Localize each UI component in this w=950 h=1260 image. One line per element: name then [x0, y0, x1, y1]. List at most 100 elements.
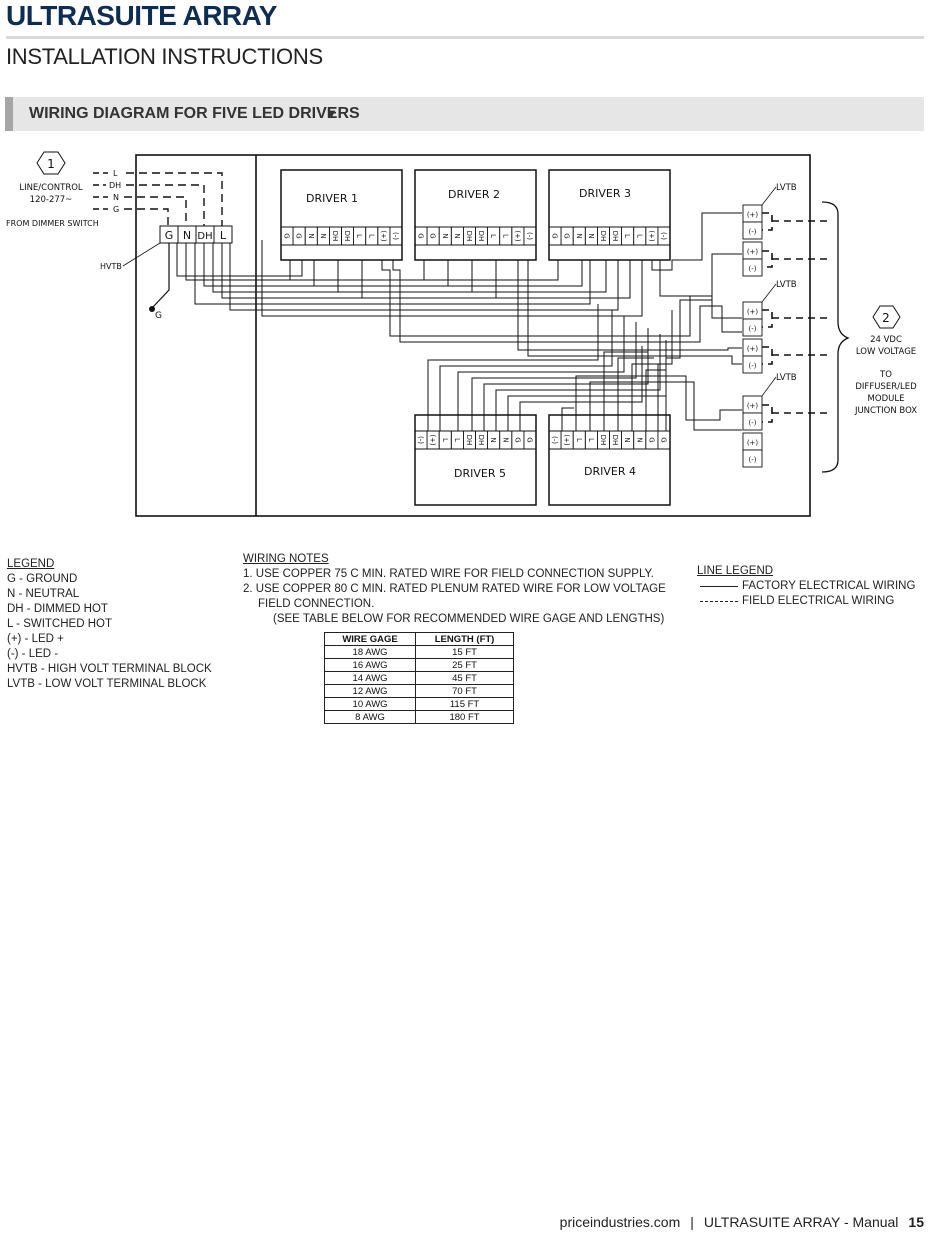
driver-1-terminal-label: (-)	[391, 232, 399, 240]
driver-3-terminal-label: (+)	[647, 230, 655, 242]
driver-3-terminal-label: G	[551, 233, 559, 238]
driver-3-terminal-label: DH	[599, 231, 607, 242]
fixture-enclosure	[135, 154, 811, 517]
driver-3-terminal-label: G	[563, 233, 571, 238]
driver-3-label: DRIVER 3	[579, 187, 631, 200]
title-rule	[6, 36, 924, 39]
svg-text:MODULE: MODULE	[868, 394, 905, 404]
driver-1-terminal-label: N	[319, 233, 327, 238]
legend-item: LVTB - LOW VOLT TERMINAL BLOCK	[7, 678, 207, 690]
driver-2-terminal-label: (+)	[513, 230, 521, 242]
lvtb-blocks: (+)(-)(+)(-)(+)(-)(+)(-)(+)(-)(+)(-)	[742, 204, 763, 468]
factory-wiring	[176, 212, 742, 431]
lvtb-terminal-label: (-)	[749, 419, 757, 427]
driver-5-label: DRIVER 5	[454, 467, 506, 480]
driver-1-terminal-label: L	[355, 234, 363, 238]
lvtb-label-2: LVTB	[776, 280, 797, 290]
callout-2-number: 2	[882, 311, 890, 325]
driver-1-terminal-label: DH	[343, 231, 351, 242]
wiring-notes-title: WIRING NOTES	[243, 553, 329, 565]
svg-text:TO: TO	[879, 370, 892, 380]
svg-text:JUNCTION BOX: JUNCTION BOX	[854, 406, 917, 416]
column-header: LENGTH (FT)	[415, 632, 514, 646]
footer-separator: |	[690, 1214, 694, 1230]
svg-text:N: N	[183, 229, 191, 242]
driver-2: DRIVER 2	[414, 169, 537, 261]
driver-2-terminal-label: N	[453, 233, 461, 238]
driver-5-terminal-label: DH	[477, 435, 485, 446]
driver-3-terminal-label: DH	[611, 231, 619, 242]
driver-3-terminal-label: N	[587, 233, 595, 238]
lvtb-label-3: LVTB	[776, 373, 797, 383]
legend-item: N - NEUTRAL	[7, 588, 80, 600]
callout-2-hexagon	[872, 305, 901, 329]
driver-2-terminal-label: DH	[465, 231, 473, 242]
driver-1-terminal-label: DH	[331, 231, 339, 242]
triangle-down-icon: ▼	[325, 106, 338, 121]
legend-item: G - GROUND	[7, 573, 78, 585]
from-dimmer-label: FROM DIMMER SWITCH	[6, 219, 99, 228]
wire-label-n: N	[113, 193, 119, 202]
driver-5-terminal-label: (+)	[429, 434, 437, 446]
lvtb-terminal-label: (-)	[749, 362, 757, 370]
solid-line-sample	[700, 586, 738, 587]
lvtb-terminal-label: (-)	[749, 456, 757, 464]
page-number: 15	[908, 1214, 924, 1230]
driver-2-terminal-label: G	[429, 233, 437, 238]
wiring-note-1: 1. USE COPPER 75 C MIN. RATED WIRE FOR F…	[243, 568, 654, 580]
driver-2-terminal-label: L	[489, 234, 497, 238]
ground-point	[149, 306, 155, 312]
driver-4: DRIVER 4	[548, 414, 671, 506]
wire-label-l: L	[113, 169, 118, 178]
driver-1-terminal-label: (+)	[379, 230, 387, 242]
lvtb-terminal-label: (-)	[749, 228, 757, 236]
driver-3-terminal-label: (-)	[659, 232, 667, 240]
ground-label: G	[155, 311, 162, 321]
section-header: WIRING DIAGRAM FOR FIVE LED DRIVERS ▼	[5, 97, 924, 131]
driver-4-terminal-label: DH	[599, 435, 607, 446]
legend-item: DH - DIMMED HOT	[7, 603, 108, 615]
driver-1: DRIVER 1	[280, 169, 403, 261]
driver-5-terminal-label: N	[501, 437, 509, 442]
lvtb-terminal-label: (+)	[747, 345, 759, 353]
driver-4-terminal-label: (+)	[563, 434, 571, 446]
driver-4-terminal-label: DH	[611, 435, 619, 446]
driver-5: DRIVER 5	[414, 414, 537, 506]
svg-text:DIFFUSER/LED: DIFFUSER/LED	[855, 382, 917, 392]
legend-title: LEGEND	[7, 558, 55, 570]
lvtb-terminal-label: (+)	[747, 308, 759, 316]
driver-3-terminal-label: L	[623, 234, 631, 238]
driver-5-terminal-cell	[523, 430, 537, 450]
callout-1-number: 1	[47, 157, 55, 171]
driver-2-terminal-cell	[523, 226, 537, 246]
lvtb-terminal-label: (+)	[747, 439, 759, 447]
driver-4-terminal-label: N	[623, 437, 631, 442]
wiring-notes: WIRING NOTES 1. USE COPPER 75 C MIN. RAT…	[243, 552, 666, 627]
dashed-line-sample	[700, 601, 738, 602]
wire-label-g: G	[113, 205, 119, 214]
low-voltage-field-wiring	[762, 212, 830, 423]
driver-5-terminal-label: G	[525, 437, 533, 442]
lvtb-terminal-cell	[742, 258, 763, 277]
driver-4-terminal-label: L	[587, 438, 595, 442]
svg-text:G: G	[165, 229, 174, 242]
driver-1-terminal-label: L	[367, 234, 375, 238]
wire-label-dh: DH	[109, 181, 121, 190]
hvtb-terminal-block: G N DH L	[159, 225, 233, 244]
lvtb-terminal-label: (+)	[747, 248, 759, 256]
wiring-note-2-cont: FIELD CONNECTION.	[258, 598, 375, 610]
driver-2-label: DRIVER 2	[448, 188, 500, 201]
wiring-diagram: 1 LINE/CONTROL 120-277~ FROM DIMMER SWIT…	[6, 151, 917, 517]
ground-wire	[151, 243, 170, 309]
driver-3: DRIVER 3	[548, 169, 671, 261]
driver-2-terminal-label: G	[417, 233, 425, 238]
lvtb-label-1: LVTB	[776, 183, 797, 193]
driver-5-terminal-label: L	[441, 438, 449, 442]
legend-item: (-) - LED -	[7, 648, 59, 660]
footer-manual-title: ULTRASUITE ARRAY - Manual	[703, 1214, 899, 1230]
legend-item: HVTB - HIGH VOLT TERMINAL BLOCK	[7, 663, 212, 675]
